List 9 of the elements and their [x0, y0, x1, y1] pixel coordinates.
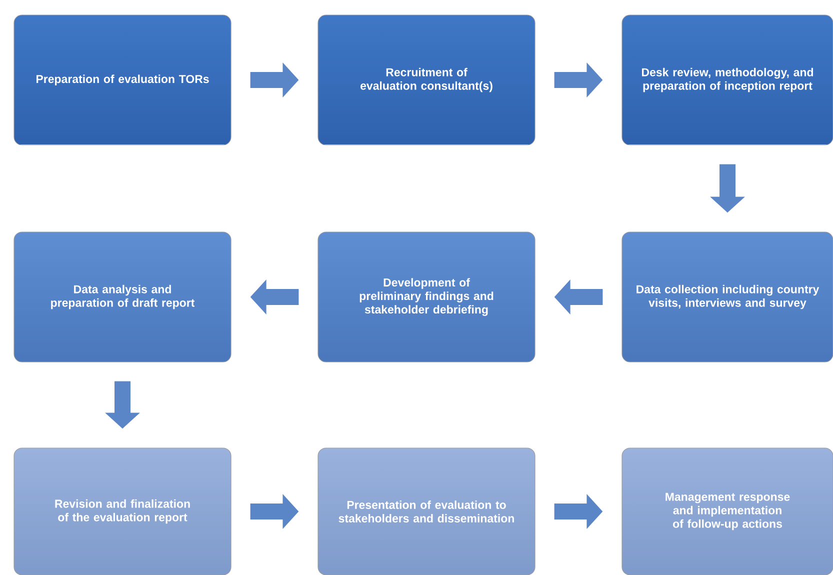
- process-box: Data collection including country visits, interviews and survey: [622, 232, 833, 362]
- process-box: Recruitment of evaluation consultant(s): [318, 14, 536, 146]
- process-box: Development of preliminary findings and stakeholder debriefing: [318, 232, 536, 362]
- process-box: Data analysis and preparation of draft report: [14, 232, 232, 362]
- process-box: Management response and implementation of follow-up actions: [622, 448, 833, 575]
- process-box: Presentation of evaluation to stakeholders and dissemination: [318, 448, 536, 575]
- process-box: Desk review, methodology, and preparation of inception report: [622, 14, 833, 146]
- process-box: Preparation of evaluation TORs: [14, 14, 232, 146]
- process-box: Revision and finalization of the evaluation report: [14, 448, 232, 575]
